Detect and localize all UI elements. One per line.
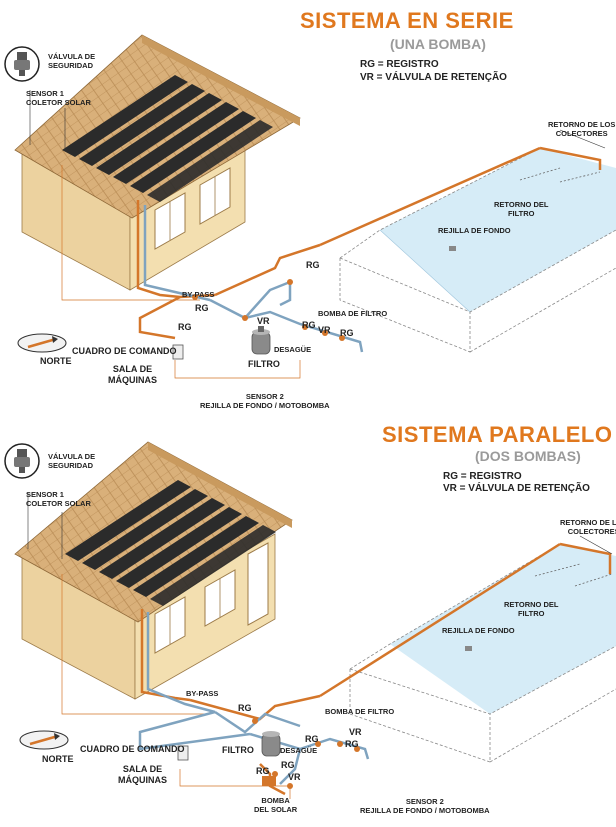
- pool: [339, 147, 616, 353]
- label-rg-3: RG: [178, 322, 192, 332]
- label-rg-1: RG: [306, 260, 320, 270]
- label-rg-4: RG: [302, 320, 316, 330]
- label-filtro: FILTRO: [222, 745, 254, 755]
- label-vr-1: VR: [349, 727, 362, 737]
- filter-tank-icon: [261, 731, 281, 757]
- label-valvula-seguridad: VÁLVULA DE SEGURIDAD: [48, 452, 96, 470]
- solar-pump-icon: [262, 776, 276, 786]
- label-bomba-solar: BOMBA DEL SOLAR: [254, 796, 298, 814]
- machine-house: [14, 441, 293, 700]
- paralelo-subtitle: (DOS BOMBAS): [475, 448, 581, 464]
- label-bypass: BY-PASS: [186, 689, 219, 698]
- label-vr-2: VR: [288, 772, 301, 782]
- serie-legend-vr: VR = VÁLVULA DE RETENÇÃO: [360, 72, 507, 83]
- label-rg-1: RG: [238, 703, 252, 713]
- serie-subtitle: (UNA BOMBA): [390, 36, 486, 52]
- label-desague: DESAGÜE: [274, 345, 312, 354]
- label-bomba-filtro: BOMBA DE FILTRO: [318, 309, 388, 318]
- paralelo-legend-vr: VR = VÁLVULA DE RETENÇÃO: [443, 483, 590, 494]
- label-rg-2: RG: [305, 734, 319, 744]
- safety-valve-icon: [4, 443, 40, 479]
- label-retorno-filtro: RETORNO DEL FILTRO: [504, 600, 559, 618]
- north-compass-icon: [17, 333, 67, 353]
- serie-legend-rg: RG = REGISTRO: [360, 59, 439, 70]
- label-desague: DESAGÜE: [280, 746, 318, 755]
- label-bomba-filtro: BOMBA DE FILTRO: [325, 707, 395, 716]
- solar-collectors: [65, 480, 276, 606]
- label-sensor1: SENSOR 1 COLETOR SOLAR: [26, 89, 91, 107]
- filter-tank-icon: [251, 326, 271, 355]
- paralelo-illustration: [4, 441, 616, 799]
- label-sensor2: SENSOR 2 REJILLA DE FONDO / MOTOBOMBA: [200, 392, 330, 410]
- control-box-icon: [177, 745, 189, 761]
- panel-sistema-en-serie: SISTEMA EN SERIE (UNA BOMBA) RG = REGIST…: [0, 0, 616, 413]
- paralelo-title: SISTEMA PARALELO: [382, 422, 613, 447]
- paralelo-legend-rg: RG = REGISTRO: [443, 471, 522, 482]
- label-filtro: FILTRO: [248, 359, 280, 369]
- control-box-icon: [172, 344, 184, 360]
- label-norte: NORTE: [42, 754, 74, 764]
- machine-house: [14, 34, 301, 291]
- serie-illustration: [4, 34, 616, 379]
- label-cuadro-comando: CUADRO DE COMANDO: [72, 346, 177, 356]
- label-rg-4: RG: [256, 766, 270, 776]
- label-valvula-seguridad: VÁLVULA DE SEGURIDAD: [48, 52, 96, 70]
- serie-title: SISTEMA EN SERIE: [300, 8, 514, 33]
- label-rg-3: RG: [345, 739, 359, 749]
- label-norte: NORTE: [40, 356, 72, 366]
- valves: [192, 279, 345, 341]
- label-rejilla-fondo: REJILLA DE FONDO: [438, 226, 511, 235]
- label-retorno-colectores: RETORNO DE LOS COLECTORES: [548, 120, 616, 138]
- valves: [252, 718, 360, 789]
- north-compass-icon: [19, 730, 69, 750]
- drain-grate-icon: [465, 646, 472, 651]
- safety-valve-icon: [4, 46, 40, 82]
- label-bypass: BY-PASS: [182, 290, 215, 299]
- solar-collectors: [62, 75, 273, 202]
- panel-sistema-paralelo: SISTEMA PARALELO (DOS BOMBAS) RG = REGIS…: [0, 414, 616, 827]
- label-retorno-colectores: RETORNO DE LOS COLECTORES: [560, 518, 616, 536]
- cold-pipes: [138, 612, 370, 785]
- label-retorno-filtro: RETORNO DEL FILTRO: [494, 200, 549, 218]
- label-rg-2: RG: [195, 303, 209, 313]
- label-vr-1: VR: [257, 316, 270, 326]
- pool: [349, 543, 616, 763]
- label-rg-5: RG: [340, 328, 354, 338]
- label-sala-maquinas: SALA DE MÁQUINAS: [118, 764, 167, 785]
- label-rejilla-fondo: REJILLA DE FONDO: [442, 626, 515, 635]
- label-vr-2: VR: [318, 325, 331, 335]
- drain-grate-icon: [449, 246, 456, 251]
- label-sensor1: SENSOR 1 COLETOR SOLAR: [26, 490, 91, 508]
- label-cuadro-comando: CUADRO DE COMANDO: [80, 744, 185, 754]
- label-sensor2: SENSOR 2 REJILLA DE FONDO / MOTOBOMBA: [360, 797, 490, 815]
- label-sala-maquinas: SALA DE MÁQUINAS: [108, 364, 157, 385]
- label-rg-5: RG: [281, 760, 295, 770]
